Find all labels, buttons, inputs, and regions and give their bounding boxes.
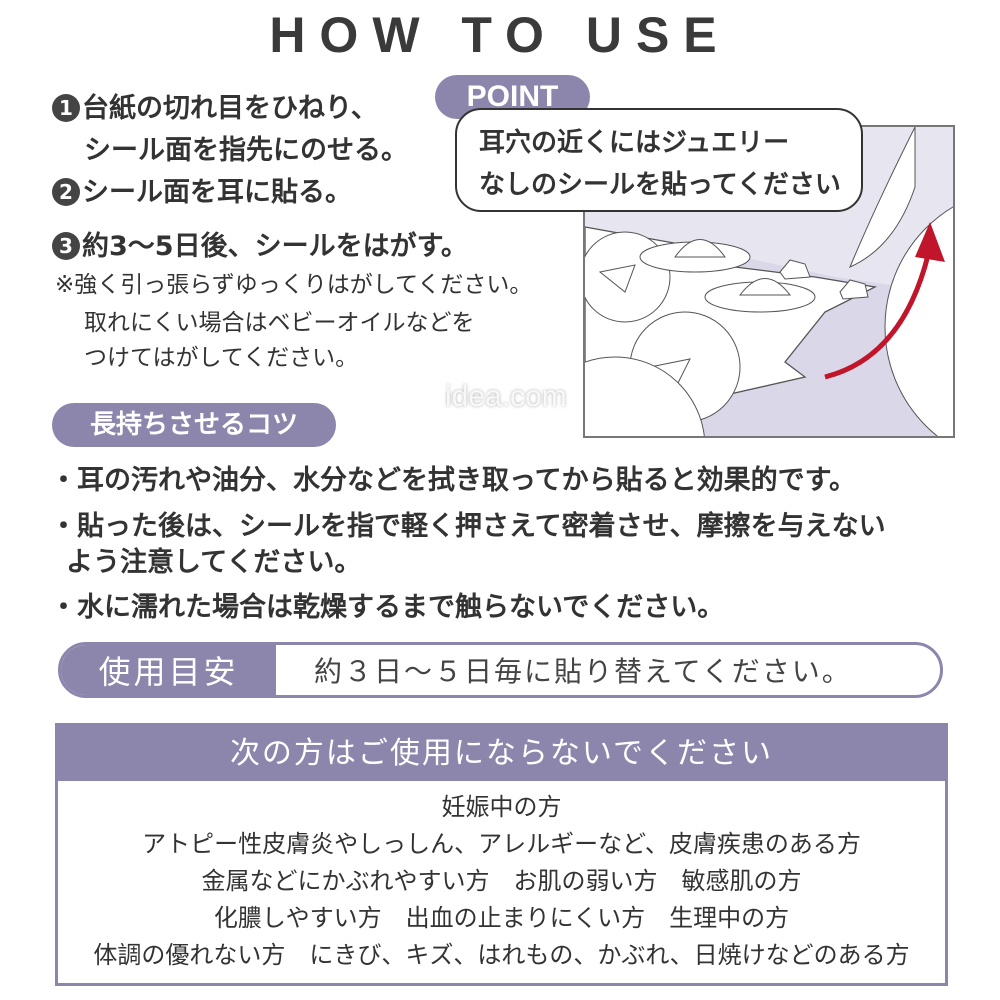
step-text: 台紙の切れ目をひねり、 xyxy=(82,93,378,124)
warning-list: 妊娠中の方 アトピー性皮膚炎やしっしん、アレルギーなど、皮膚疾患のある方 金属な… xyxy=(58,781,945,974)
tip-item: ・水に濡れた場合は乾燥するまで触らないでください。 xyxy=(50,592,725,623)
step-text: シール面を耳に貼る。 xyxy=(82,177,352,208)
page-title: HOW TO USE xyxy=(269,7,731,63)
usage-text: 約３日〜５日毎に貼り替えてください。 xyxy=(314,655,852,688)
note-line: ※強く引っ張らずゆっくりはがしてください。 xyxy=(55,272,533,298)
note-line: つけてはがしてください。 xyxy=(84,345,359,371)
usage-guide: 使用目安 約３日〜５日毎に貼り替えてください。 xyxy=(58,642,943,698)
speech-bubble: 耳穴の近くにはジュエリー なしのシールを貼ってください xyxy=(455,108,863,212)
warning-line: 化膿しやすい方 出血の止まりにくい方 生理中の方 xyxy=(213,904,790,932)
warning-line: 金属などにかぶれやすい方 お肌の弱い方 敏感肌の方 xyxy=(201,867,802,895)
warning-title: 次の方はご使用にならないでください xyxy=(58,726,945,781)
step-number: 2 xyxy=(52,178,80,206)
step-number: 1 xyxy=(52,94,80,122)
step-1-cont: シール面を指先にのせる。 xyxy=(84,135,408,166)
tips-badge: 長持ちさせるコツ xyxy=(52,403,336,447)
bubble-line: なしのシールを貼ってください xyxy=(479,170,841,200)
warning-box: 次の方はご使用にならないでください 妊娠中の方 アトピー性皮膚炎やしっしん、アレ… xyxy=(55,723,948,986)
bubble-line: 耳穴の近くにはジュエリー xyxy=(479,128,790,158)
tip-item: ・貼った後は、シールを指で軽く押さえて密着させ、摩擦を与えない xyxy=(50,511,886,542)
note-line: 取れにくい場合はベビーオイルなどを xyxy=(84,310,475,336)
watermark: idea.com xyxy=(445,380,567,413)
step-number: 3 xyxy=(52,232,80,260)
usage-label: 使用目安 xyxy=(61,645,276,695)
step-text: 約3〜5日後、シールをはがす。 xyxy=(82,231,468,262)
tip-item-cont: よう注意してください。 xyxy=(66,547,362,578)
tip-item: ・耳の汚れや油分、水分などを拭き取ってから貼ると効果的です。 xyxy=(50,465,856,496)
warning-line: 体調の優れない方 にきび、キズ、はれもの、かぶれ、日焼けなどのある方 xyxy=(93,941,910,969)
warning-line: 妊娠中の方 xyxy=(441,793,562,821)
warning-line: アトピー性皮膚炎やしっしん、アレルギーなど、皮膚疾患のある方 xyxy=(142,830,861,858)
